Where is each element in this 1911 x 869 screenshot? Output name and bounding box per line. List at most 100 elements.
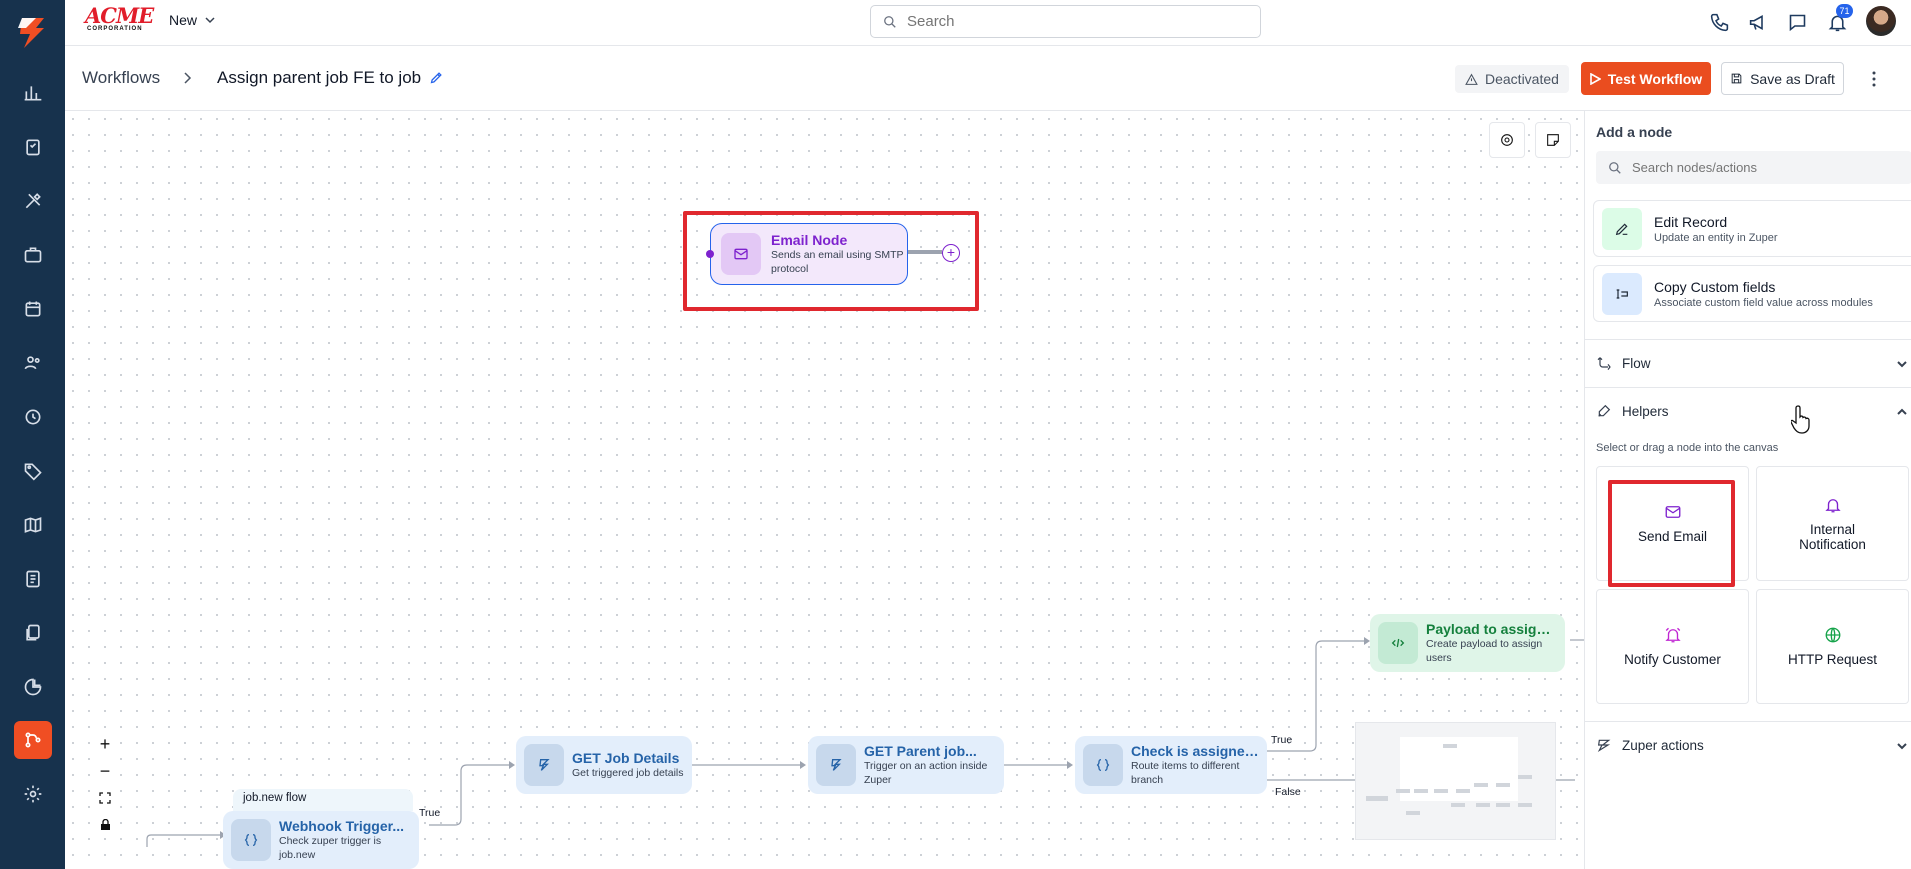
email-node-subtitle-2: protocol [771,263,809,275]
rail-customers-icon[interactable] [14,344,52,382]
rail-jobs-icon[interactable] [14,128,52,166]
minimap-node [1496,803,1510,807]
chevron-down-icon [1897,361,1907,368]
mail-icon [1665,506,1680,518]
minimap-node [1366,796,1388,801]
node-search-input[interactable] [1632,160,1882,175]
zuper-actions-icon [1597,739,1611,752]
action-subtitle: Associate custom field value across modu… [1654,296,1873,309]
rail-map-icon[interactable] [14,506,52,544]
email-node-input-handle[interactable] [706,250,714,258]
chevron-down-icon [1897,743,1907,750]
top-bar: ACME CORPORATION New [65,0,1911,46]
rail-documents-icon[interactable] [14,614,52,652]
edge-label-true: True [1271,734,1293,746]
target-icon [1501,134,1513,146]
node-title: Check is assigned... [1131,743,1259,759]
fit-view-icon [99,792,111,804]
node-title: Payload to assign... [1426,621,1556,637]
node-payload-to-assign[interactable]: Payload to assign...Create payload to as… [1370,614,1565,672]
tile-http-request[interactable]: HTTP Request [1756,589,1909,704]
canvas-minimap[interactable] [1355,722,1556,840]
chat-icon[interactable] [1785,10,1809,34]
node-subtitle: Trigger on an action inside [864,760,988,772]
node-check-is-assigned[interactable]: Check is assigned...Route items to diffe… [1075,736,1267,794]
rail-reports-icon[interactable] [14,668,52,706]
flow-icon [1597,357,1611,371]
node-get-parent-job[interactable]: GET Parent job...Trigger on an action in… [808,736,1004,794]
user-avatar[interactable] [1866,6,1896,36]
add-next-node-button[interactable]: + [942,244,960,262]
rail-settings-icon[interactable] [14,775,52,813]
node-title: Webhook Trigger... [279,818,404,834]
action-title: Edit Record [1654,213,1728,230]
email-node-title: Email Node [771,232,848,248]
custom-fields-icon [1602,272,1642,315]
canvas-settings-button[interactable] [1489,122,1525,158]
section-helpers[interactable]: Helpers [1585,387,1911,434]
rail-calendar-icon[interactable] [14,290,52,328]
search-icon [1609,161,1621,174]
workflow-header: Workflows Assign parent job FE to job De… [65,46,1911,111]
code-braces-icon [1083,744,1123,786]
tile-internal-notification[interactable]: Internal Notification [1756,466,1909,581]
helpers-icon [1598,404,1611,417]
test-workflow-button[interactable]: Test Workflow [1581,62,1711,95]
globe-icon [1825,627,1840,643]
minimap-node [1406,811,1420,815]
save-icon [1731,73,1742,84]
section-flow[interactable]: Flow [1585,339,1911,386]
rail-tag-icon[interactable] [14,452,52,490]
fit-view-button[interactable] [92,785,118,811]
node-webhook-trigger[interactable]: Webhook Trigger...Check zuper trigger is… [223,811,419,869]
more-options-icon[interactable] [1868,70,1880,88]
zoom-in-button[interactable]: + [92,731,118,757]
minimap-node [1496,783,1510,787]
zoom-out-button[interactable]: − [92,758,118,784]
rail-workflows-icon[interactable] [14,721,52,759]
email-node[interactable]: Email Node Sends an email using SMTP pro… [710,223,908,285]
new-menu-button[interactable]: New [169,12,215,28]
minimap-node [1414,789,1428,793]
node-subtitle: Create payload to assign [1426,638,1543,650]
save-draft-button[interactable]: Save as Draft [1721,62,1844,95]
section-label: Zuper actions [1622,737,1704,753]
save-draft-label: Save as Draft [1750,70,1835,87]
sticky-note-button[interactable] [1535,122,1571,158]
node-search[interactable] [1596,151,1911,184]
rail-timesheet-icon[interactable] [14,398,52,436]
lock-canvas-button[interactable] [92,812,118,838]
edit-title-icon[interactable] [429,70,444,85]
phone-icon[interactable] [1707,10,1731,34]
rail-briefcase-icon[interactable] [14,236,52,274]
notification-badge: 71 [1836,4,1853,18]
zuper-logo-icon[interactable] [14,14,50,50]
workflow-canvas[interactable]: Email Node Sends an email using SMTP pro… [65,111,1584,869]
minimap-node [1518,775,1532,779]
tile-notify-customer[interactable]: Notify Customer [1596,589,1749,704]
rail-invoice-icon[interactable] [14,560,52,598]
breadcrumb-workflows[interactable]: Workflows [82,68,161,87]
megaphone-icon[interactable] [1746,10,1770,34]
node-title: GET Parent job... [864,743,977,759]
action-subtitle: Update an entity in Zuper [1654,231,1778,244]
tile-send-email[interactable]: Send Email [1596,466,1749,581]
rail-tools-icon[interactable] [14,182,52,220]
acme-logo[interactable]: ACME CORPORATION [85,3,154,32]
minimap-node [1443,744,1457,748]
node-subtitle: Route items to different [1131,760,1240,772]
tile-label: HTTP Request [1787,652,1878,667]
rail-dashboard-icon[interactable] [14,74,52,112]
minimap-node [1518,803,1532,807]
global-search[interactable] [870,5,1261,38]
bell-icon [1824,498,1841,512]
section-zuper-actions[interactable]: Zuper actions [1585,721,1911,768]
tile-label: Send Email [1637,529,1708,544]
minimap-node [1434,789,1448,793]
global-search-input[interactable] [907,13,1227,30]
minimap-node [1451,803,1465,807]
